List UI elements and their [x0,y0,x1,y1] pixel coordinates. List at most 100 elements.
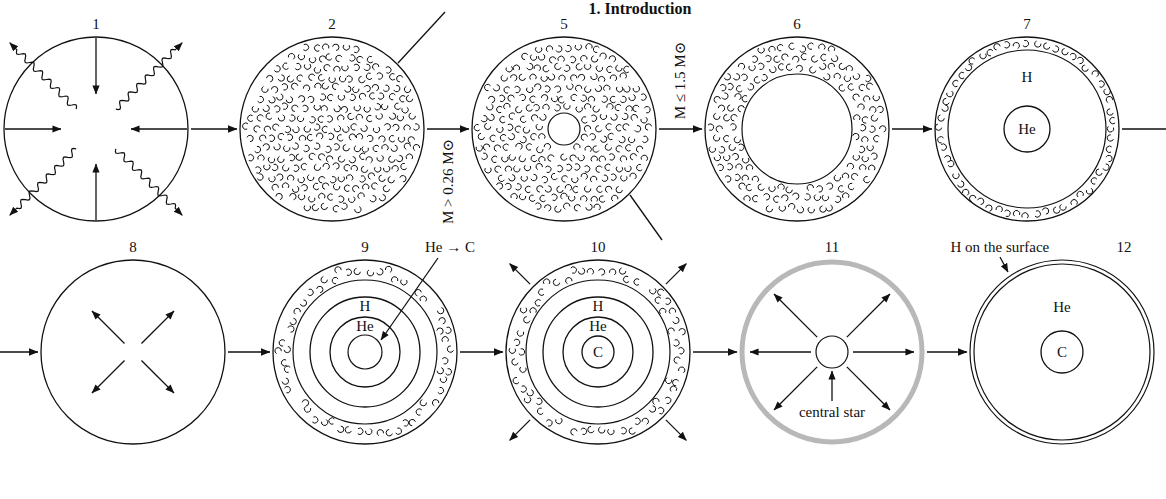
circle-border [563,317,633,387]
flow-arrow [427,128,469,129]
circle-border [330,317,400,387]
circle-border [742,262,922,442]
circle-border [240,37,424,221]
stage-number: 9 [361,239,369,256]
circle-border [1004,106,1050,152]
mass-limit-label: M ≤ 1.5 M⊙ [672,40,689,121]
radiation-arrow [115,149,182,216]
radiation-arrow [10,43,77,110]
circle-outline [239,36,425,222]
flow-arrow [460,351,503,352]
radiation-arrow [116,43,183,110]
flow-arrow [0,129,1166,352]
mass-loss-arrow [666,420,687,441]
layer-label: H [593,298,604,315]
circle-border [310,297,420,407]
circle-border [273,260,457,444]
star-stage-circle: 8 [40,259,226,445]
circle-border [974,264,1150,440]
ejection-arrow [750,351,811,352]
stage-number: 10 [591,239,606,256]
circle-border [506,260,690,444]
stage-number: 8 [129,239,137,256]
figure-title: 1. Introduction [589,0,692,18]
radiative-core [548,113,580,145]
leader-line [630,195,662,240]
envelope-boundary [948,50,1106,208]
white-dwarf-circle: 12HeC [969,259,1155,445]
stage-number: 6 [793,16,801,33]
flow-arrow [659,128,702,129]
core-circle: He [1003,105,1051,153]
stage-number: 7 [1023,16,1031,33]
star-stage-circle: 1 [3,36,189,222]
shell-circle: H He [309,296,421,408]
contraction-arrow [95,38,96,94]
circle-border [582,336,614,368]
stage-number: 2 [328,16,336,33]
flow-arrow [228,351,270,352]
circle-outline [3,36,189,222]
mass-loss-arrow [666,264,687,285]
leader-line [831,371,832,401]
layer-label: C [593,344,603,361]
star-stage-circle: 7HHe [934,36,1120,222]
flow-arrow [191,128,237,129]
layer-label: He [589,318,607,335]
core-circle: C [1040,330,1084,374]
layer-label: H [360,298,371,315]
circle-border [1041,331,1083,373]
mass-loss-arrow [510,264,531,285]
envelope-boundary [526,280,670,424]
callout-label: He → C [425,239,475,256]
contraction-arrow [95,164,96,220]
ejection-arrow [853,351,914,352]
ejection-arrow [847,294,890,337]
expansion-arrow [92,360,125,393]
mass-loss-arrow [510,420,531,441]
convection-curls [509,267,685,435]
convection-curls [275,266,454,436]
stage-number: 1 [92,16,100,33]
radiation-arrow [10,148,77,215]
stage-number: 5 [560,16,568,33]
star-stage-circle: 6 [704,36,890,222]
burning-core [348,335,382,369]
leader-line [398,12,445,63]
core-circle: C [581,335,615,369]
callout-label: central star [799,404,865,421]
layer-label: He [1018,121,1036,138]
convection-curls [243,44,420,213]
shell-circle: He [329,316,401,388]
contraction-arrow [5,128,61,129]
stage-number: 11 [825,239,839,256]
leader-line [1000,257,1008,272]
stage-number: 12 [1117,239,1132,256]
circle-outline [471,36,657,222]
star-stage-circle: 5 [471,36,657,222]
convection-curls [708,43,886,213]
expansion-arrow [141,360,174,393]
shell-circle: H HeC [542,296,654,408]
ejection-arrow [774,294,817,337]
circle-border [705,37,889,221]
star-stage-circle: 2 [239,36,425,222]
circle-border [543,297,653,407]
circle-border [41,260,225,444]
layer-label: C [1057,344,1067,361]
circle-outline [704,36,890,222]
mass-limit-label: M > 0.26 M⊙ [440,137,457,226]
flow-arrow [927,351,967,352]
flow-arrow [693,351,737,352]
layer-label: He [356,318,374,335]
expansion-arrow [92,311,125,344]
flow-arrow [892,128,932,129]
circle-outline [40,259,226,445]
star-stage-circle: 9He → CHHe [272,259,458,445]
layer-label: H [1022,69,1033,86]
circle-outline [272,259,458,445]
circle-border [935,37,1119,221]
convection-curls [474,44,651,213]
circle-border [472,37,656,221]
